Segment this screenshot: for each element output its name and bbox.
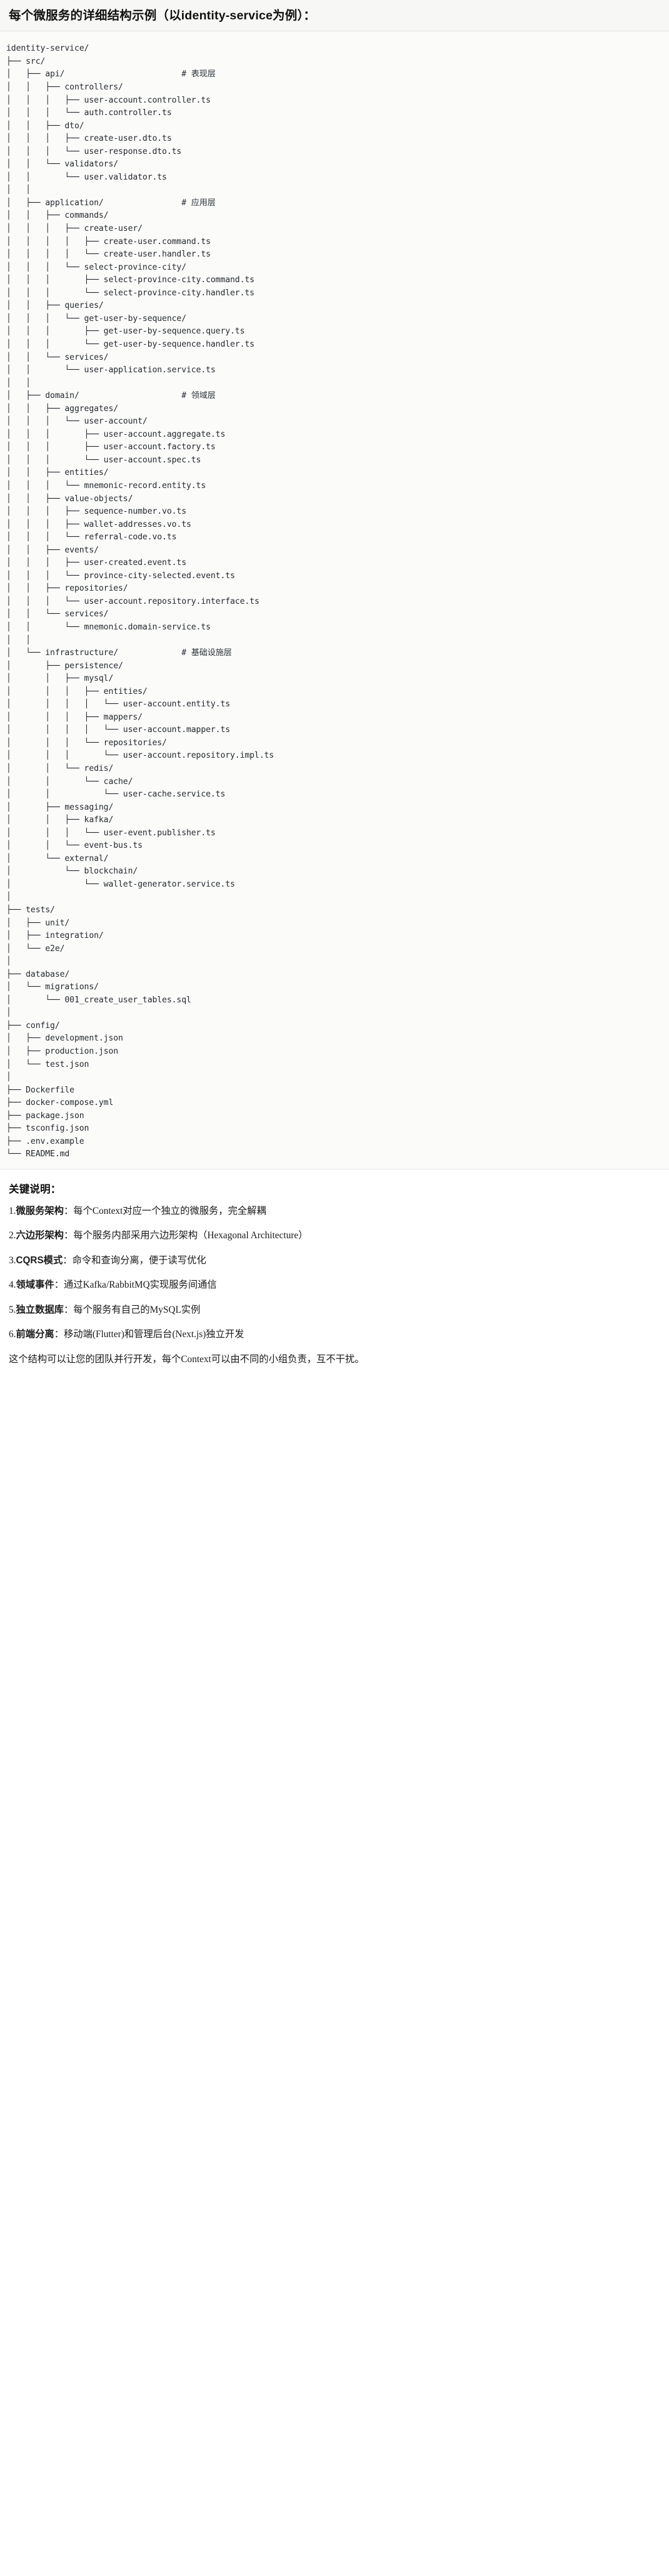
layer-comment: # 应用层	[181, 198, 216, 208]
key-note-number: 4.	[9, 1280, 16, 1291]
key-note-item: 3.CQRS模式：命令和查询分离，便于读写优化	[9, 1254, 660, 1268]
layer-comment: # 基础设施层	[181, 648, 232, 658]
key-note-number: 3.	[9, 1255, 16, 1266]
key-note-item: 6.前端分离：移动端(Flutter)和管理后台(Next.js)独立开发	[9, 1328, 660, 1342]
page-title: 每个微服务的详细结构示例（以identity-service为例）：	[9, 9, 316, 23]
closing-paragraph: 这个结构可以让您的团队并行开发，每个Context可以由不同的小组负责，互不干扰…	[9, 1353, 365, 1365]
directory-tree-block: identity-service/ ├── src/ │ ├── api/ # …	[0, 31, 669, 1169]
key-note-body: ：每个服务有自己的MySQL实例	[63, 1304, 201, 1315]
key-note-term: 六边形架构	[16, 1230, 64, 1241]
key-note-body: ：移动端(Flutter)和管理后台(Next.js)独立开发	[54, 1329, 244, 1340]
key-note-item: 5.独立数据库：每个服务有自己的MySQL实例	[9, 1303, 660, 1318]
key-note-number: 2.	[9, 1230, 16, 1241]
key-note-item: 1.微服务架构：每个Context对应一个独立的微服务，完全解耦	[9, 1204, 660, 1219]
key-note-item: 2.六边形架构：每个服务内部采用六边形架构（Hexagonal Architec…	[9, 1229, 660, 1243]
key-note-number: 1.	[9, 1205, 16, 1216]
key-notes-block: 关键说明： 1.微服务架构：每个Context对应一个独立的微服务，完全解耦 2.…	[0, 1168, 669, 1377]
key-note-term: 独立数据库	[16, 1304, 64, 1315]
key-note-number: 6.	[9, 1329, 16, 1340]
key-note-body: ：每个Context对应一个独立的微服务，完全解耦	[63, 1205, 266, 1216]
key-note-term: 微服务架构	[16, 1205, 64, 1216]
key-notes-title: 关键说明：	[9, 1183, 61, 1195]
key-note-term: CQRS模式	[16, 1255, 63, 1266]
directory-tree: identity-service/ ├── src/ │ ├── api/ # …	[6, 44, 274, 1159]
key-note-term: 前端分离	[16, 1329, 54, 1340]
key-note-body: ：通过Kafka/RabbitMQ实现服务间通信	[54, 1280, 217, 1291]
document-header: 每个微服务的详细结构示例（以identity-service为例）：	[0, 0, 669, 32]
key-note-number: 5.	[9, 1304, 16, 1315]
key-note-body: ：命令和查询分离，便于读写优化	[63, 1255, 206, 1266]
layer-comment: # 表现层	[181, 69, 216, 79]
document-page: 每个微服务的详细结构示例（以identity-service为例）： ident…	[0, 0, 669, 1377]
key-note-term: 领域事件	[16, 1280, 54, 1291]
layer-comment: # 领域层	[181, 391, 216, 401]
key-note-item: 4.领域事件：通过Kafka/RabbitMQ实现服务间通信	[9, 1278, 660, 1293]
key-note-body: ：每个服务内部采用六边形架构（Hexagonal Architecture）	[63, 1230, 308, 1241]
